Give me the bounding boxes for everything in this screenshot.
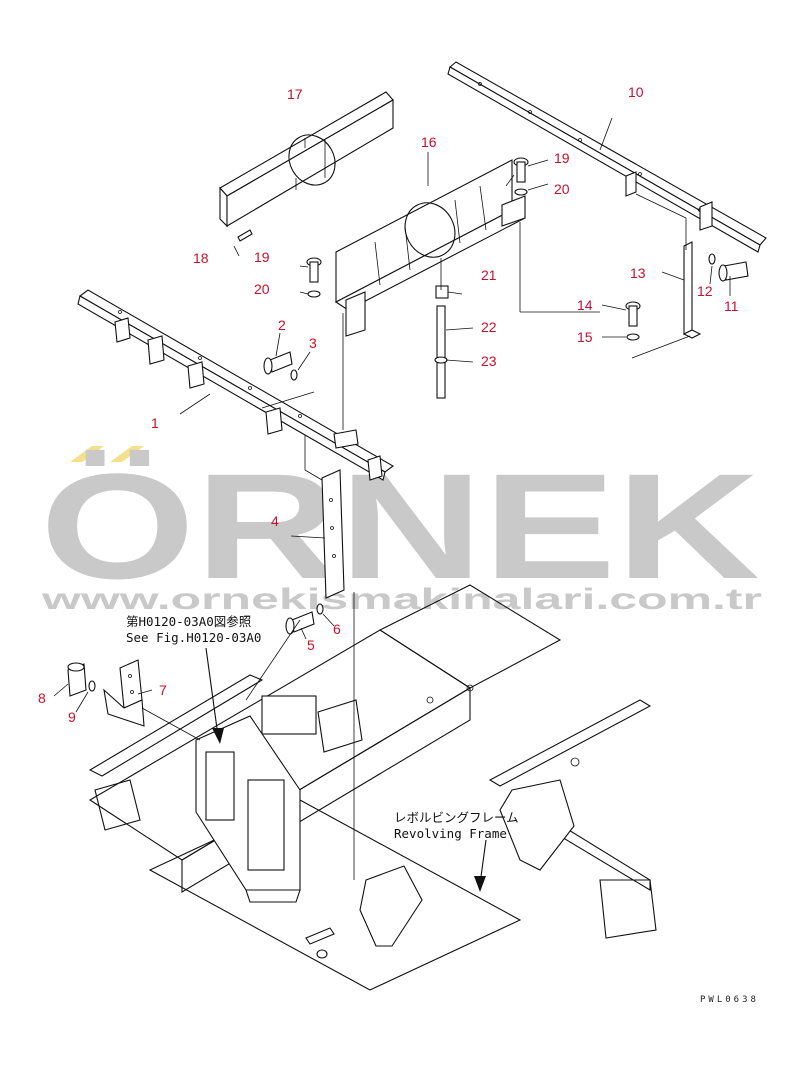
frame-label-en: Revolving Frame bbox=[394, 826, 507, 841]
callout-17: 17 bbox=[287, 86, 303, 102]
part-6-washer bbox=[316, 603, 324, 615]
callout-19-upper: 19 bbox=[554, 150, 570, 166]
bottom-fitting bbox=[305, 927, 335, 959]
part-15-washer bbox=[626, 333, 640, 341]
callout-10: 10 bbox=[628, 84, 644, 100]
callout-3: 3 bbox=[309, 335, 317, 351]
connection-lines bbox=[53, 117, 731, 880]
part-16-rear-bracket bbox=[334, 159, 527, 337]
callout-14: 14 bbox=[577, 297, 593, 313]
watermark-accent-mark bbox=[70, 446, 104, 462]
part-8-bolt bbox=[67, 662, 87, 697]
part-9-washer bbox=[88, 680, 96, 692]
mount-bracket bbox=[359, 779, 575, 947]
part-21-clip bbox=[435, 285, 449, 299]
callout-20-upper: 20 bbox=[554, 181, 570, 197]
watermark: ÖRNEK www.ornekismakinalari.com.tr bbox=[40, 442, 763, 616]
part-7-bracket bbox=[103, 659, 145, 727]
note-leaders bbox=[205, 647, 487, 892]
callout-16: 16 bbox=[421, 134, 437, 150]
callout-7: 7 bbox=[159, 682, 167, 698]
callout-13: 13 bbox=[630, 265, 646, 281]
callout-9: 9 bbox=[68, 709, 76, 725]
part-2-bolt bbox=[263, 351, 293, 375]
arrow-head bbox=[212, 728, 224, 744]
callout-4: 4 bbox=[271, 513, 279, 529]
part-3-washer bbox=[290, 369, 298, 381]
frame-label-jp: レボルビングフレーム bbox=[394, 810, 519, 825]
part-19-bolt-lower bbox=[306, 257, 322, 283]
part-20-washer-lower bbox=[307, 290, 321, 298]
callout-12: 12 bbox=[697, 283, 713, 299]
part-18-clip bbox=[237, 229, 253, 242]
part-12-washer bbox=[708, 253, 716, 265]
callout-2: 2 bbox=[278, 317, 286, 333]
callout-5: 5 bbox=[307, 637, 315, 653]
watermark-accent-mark bbox=[110, 446, 144, 462]
callout-22: 22 bbox=[481, 319, 497, 335]
watermark-brand: ÖRNEK bbox=[40, 442, 760, 610]
figure-notes: 第H0120-03A0図参照 See Fig.H0120-03A0 レボルビング… bbox=[126, 614, 519, 841]
arrow-head bbox=[474, 876, 486, 892]
part-10-upper-rail bbox=[447, 61, 767, 253]
callout-6: 6 bbox=[333, 621, 341, 637]
callout-18: 18 bbox=[193, 250, 209, 266]
part-19-bolt-upper bbox=[513, 157, 529, 183]
part-11-bolt bbox=[718, 261, 749, 282]
support-frame bbox=[195, 715, 301, 903]
callout-23: 23 bbox=[481, 353, 497, 369]
callout-1: 1 bbox=[151, 415, 159, 431]
callout-19-lower: 19 bbox=[254, 249, 270, 265]
part-17-cover-plate bbox=[219, 91, 394, 228]
fig-ref-en: See Fig.H0120-03A0 bbox=[126, 630, 261, 645]
drawing-code: PWL0638 bbox=[700, 995, 759, 1005]
callout-11: 11 bbox=[724, 298, 739, 314]
part-22-rod bbox=[436, 305, 446, 399]
callout-15: 15 bbox=[577, 329, 593, 345]
part-23-nut bbox=[434, 356, 448, 364]
part-14-bolt bbox=[625, 301, 641, 327]
part-4-vertical-plate bbox=[321, 469, 345, 599]
callout-20-lower: 20 bbox=[254, 281, 270, 297]
callout-8: 8 bbox=[38, 690, 46, 706]
part-1-left-rail bbox=[77, 289, 394, 481]
watermark-url: www.ornekismakinalari.com.tr bbox=[40, 583, 762, 616]
part-20-washer-upper bbox=[514, 188, 528, 196]
callout-labels: 1 2 3 4 5 6 7 8 9 10 11 12 13 14 15 16 1… bbox=[38, 84, 739, 725]
part-5-bolt bbox=[285, 611, 315, 635]
callout-21: 21 bbox=[481, 267, 497, 283]
fig-ref-jp: 第H0120-03A0図参照 bbox=[126, 614, 251, 629]
